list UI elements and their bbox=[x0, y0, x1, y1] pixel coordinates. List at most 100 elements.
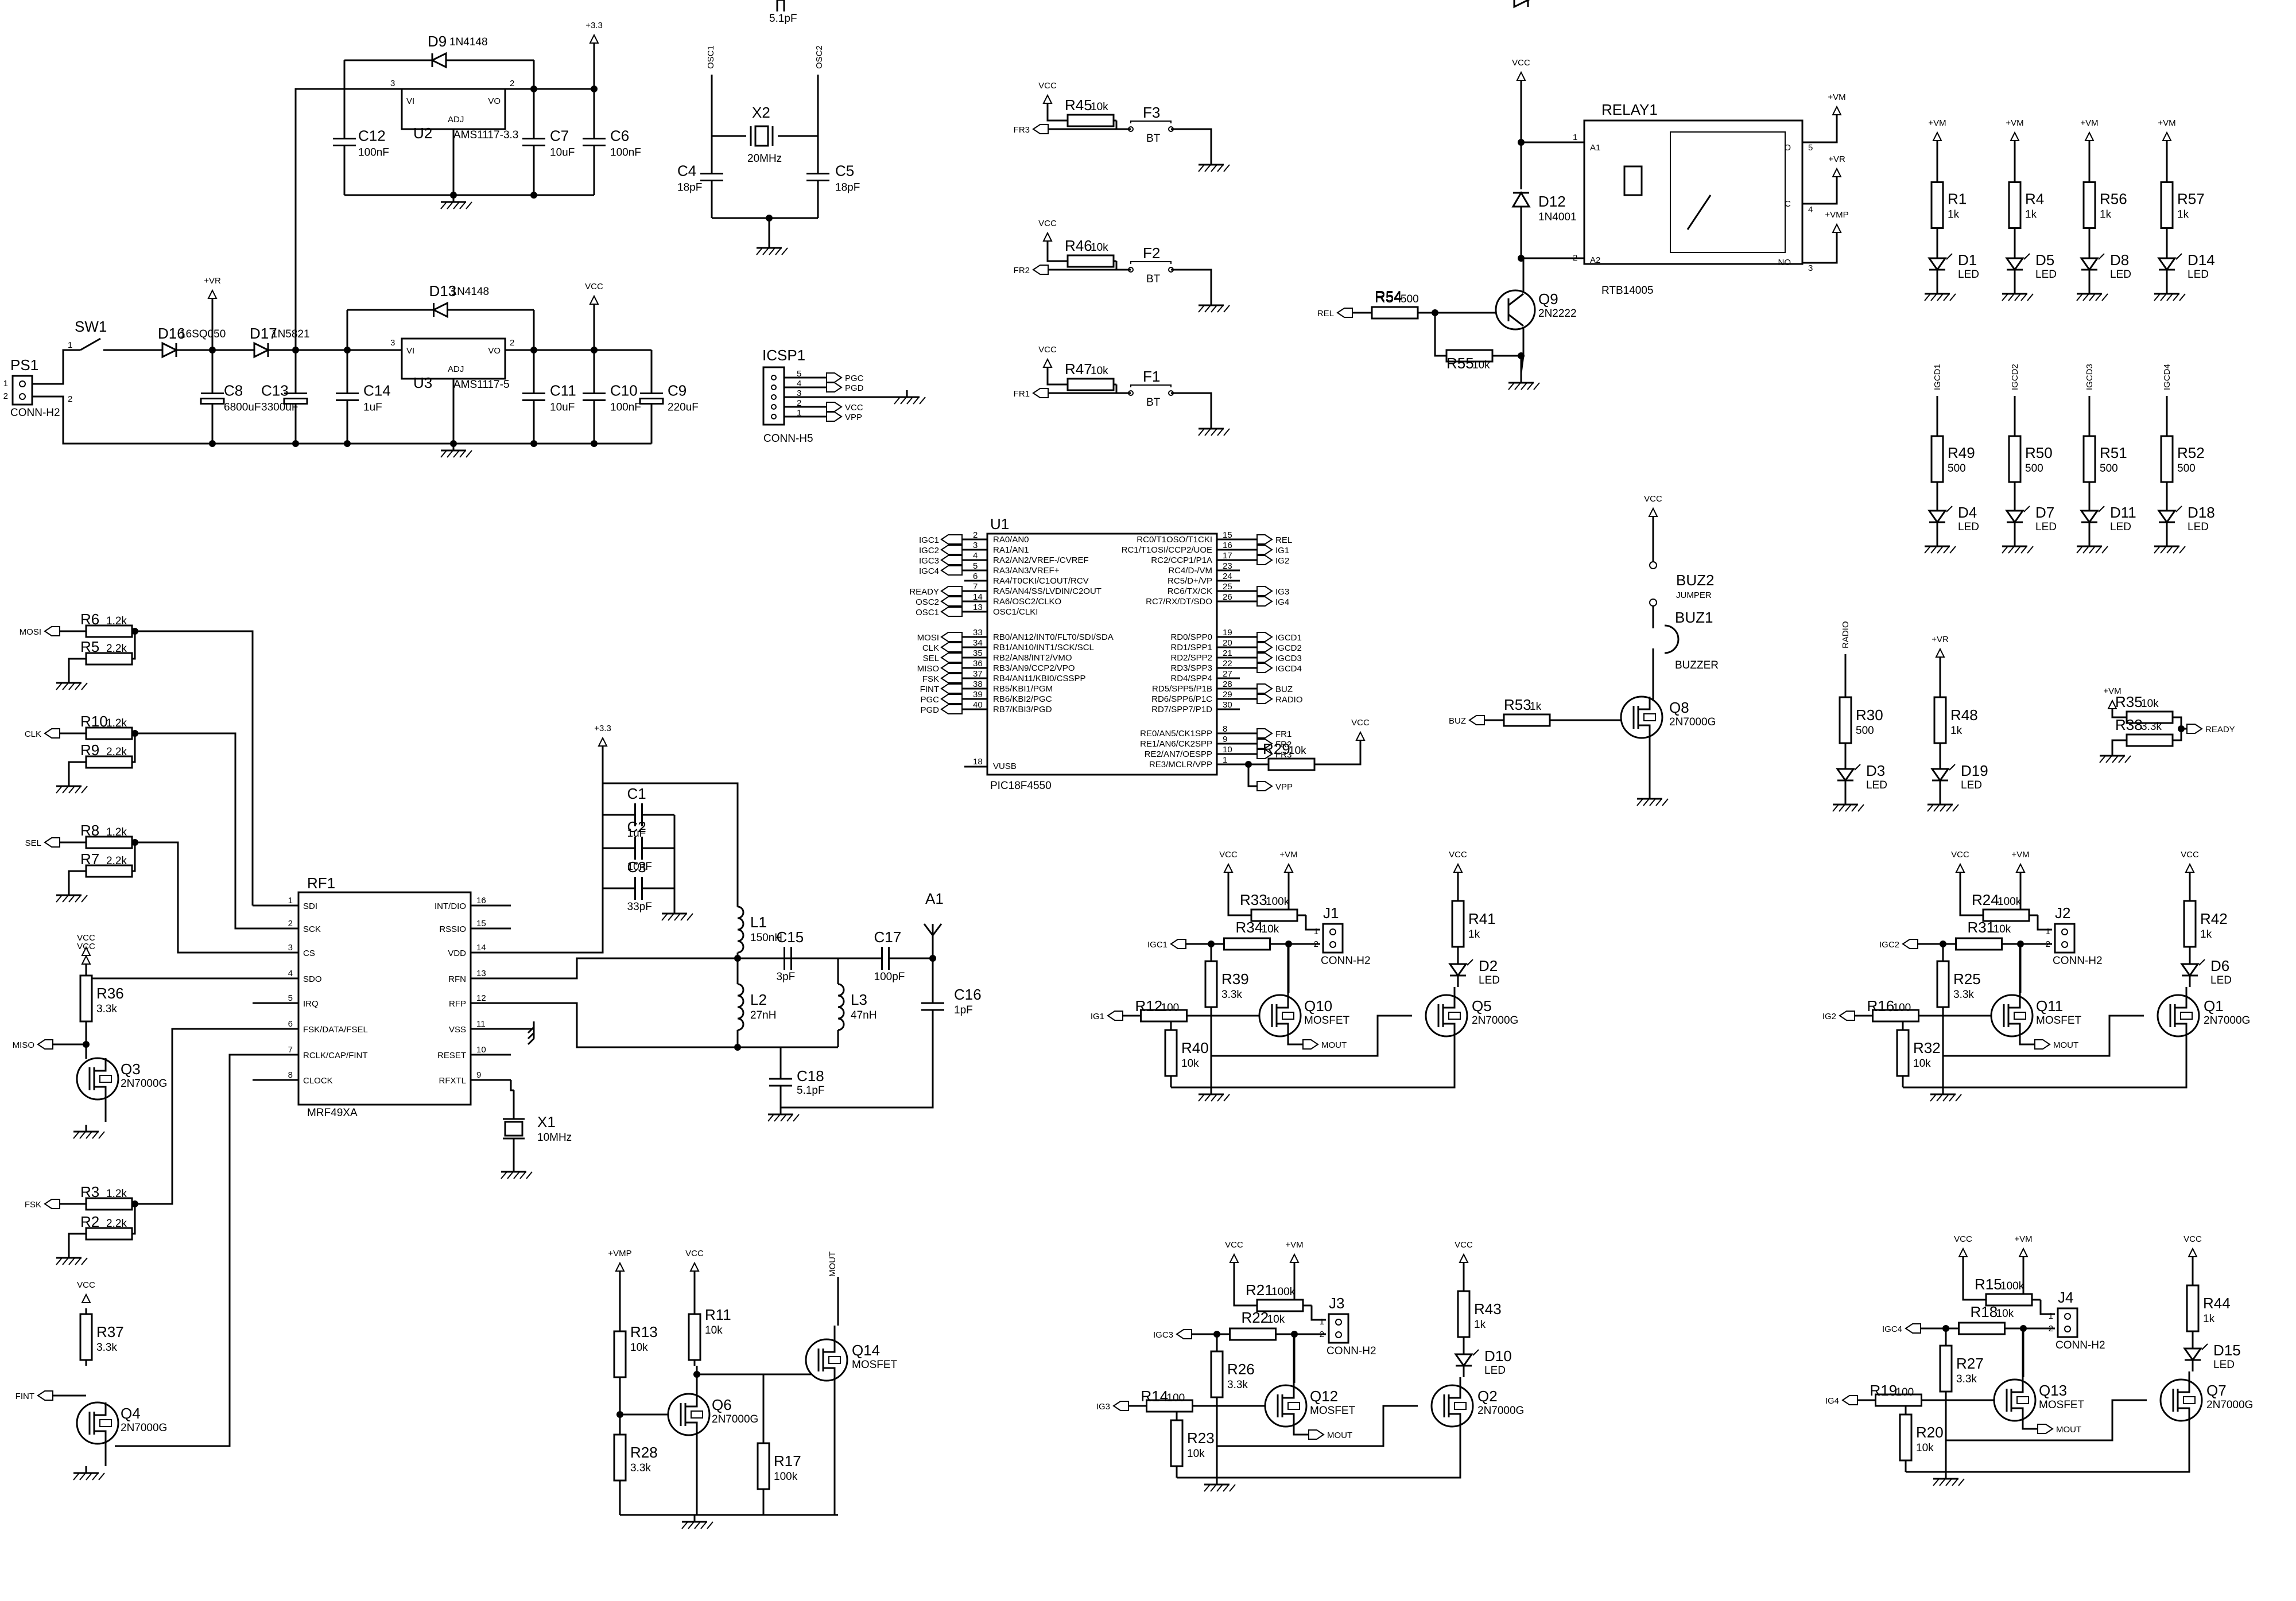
pin-number: 10 bbox=[476, 1045, 486, 1055]
power-arrow-icon bbox=[2018, 1247, 2029, 1257]
pin-name: RA0/AN0 bbox=[993, 535, 1029, 545]
ground-hatch bbox=[668, 913, 674, 921]
pin-number: 36 bbox=[973, 659, 983, 669]
ground-hatch bbox=[1952, 1478, 1958, 1486]
part-designator: D8 bbox=[2110, 251, 2129, 269]
pin-number: 18 bbox=[973, 757, 983, 767]
part-value: LED bbox=[2110, 521, 2131, 533]
part-designator: BUZ2 bbox=[1676, 572, 1714, 589]
pin-number: 1 bbox=[1320, 1317, 1324, 1327]
ground-hatch bbox=[1936, 1094, 1943, 1102]
led-light-arrow bbox=[2098, 253, 2105, 260]
ground-hatch bbox=[62, 786, 69, 794]
connector-pin bbox=[2064, 1326, 2071, 1332]
pin-name: RC6/TX/CK bbox=[1168, 586, 1212, 596]
part-value: 500 bbox=[1401, 293, 1419, 305]
ground-hatch bbox=[1933, 1478, 1940, 1486]
ground-hatch bbox=[2173, 546, 2179, 554]
capacitor-plate bbox=[200, 398, 225, 405]
port-label: FR3 bbox=[1275, 750, 1292, 760]
ground-hatch bbox=[2082, 546, 2089, 554]
part-designator: R30 bbox=[1856, 706, 1883, 724]
transistor-source bbox=[94, 1430, 107, 1444]
power-rail-label: +3.3 bbox=[585, 21, 603, 30]
part-designator: R54 bbox=[1375, 289, 1402, 306]
port-label: IG4 bbox=[1825, 1396, 1839, 1406]
net-label: MOUT bbox=[828, 1252, 837, 1277]
pin-number: 37 bbox=[973, 669, 983, 679]
connector-pin bbox=[771, 404, 777, 410]
port-label: FSK bbox=[922, 674, 939, 684]
ground-hatch bbox=[86, 1472, 92, 1480]
ground-hatch bbox=[1942, 1094, 1949, 1102]
pin-name: OSC1/CLKI bbox=[993, 607, 1038, 617]
port-arrow-icon bbox=[1902, 939, 1918, 949]
capacitor-plate bbox=[639, 398, 664, 405]
wire bbox=[778, 75, 819, 137]
part-designator: R7 bbox=[80, 850, 99, 868]
wire bbox=[68, 1233, 86, 1251]
connector-pin bbox=[1329, 941, 1336, 948]
diode-symbol bbox=[1511, 191, 1531, 208]
pin-number: 12 bbox=[476, 993, 486, 1003]
wire bbox=[2039, 1300, 2055, 1315]
part-value: 3300uF bbox=[261, 402, 298, 414]
part-value: 2N7000G bbox=[712, 1413, 758, 1425]
resistor-symbol bbox=[1457, 1290, 1471, 1338]
port-label: MOUT bbox=[2053, 1040, 2078, 1050]
port-arrow-icon bbox=[1256, 728, 1273, 739]
junction-dot bbox=[734, 1044, 741, 1051]
ground-hatch bbox=[1949, 546, 1956, 554]
transistor-drain bbox=[94, 1402, 107, 1416]
ground-hatch bbox=[1937, 293, 1944, 301]
wire bbox=[1802, 115, 1838, 143]
ground-hatch bbox=[661, 913, 668, 921]
port-label: FR2 bbox=[1275, 740, 1292, 749]
part-designator: R46 bbox=[1065, 237, 1092, 254]
ground-hatch bbox=[2076, 293, 2083, 301]
part-designator: U3 bbox=[413, 374, 432, 391]
transistor-source bbox=[2178, 1407, 2190, 1421]
power-rail-label: +VM bbox=[1285, 1240, 1303, 1250]
part-value: 100 bbox=[1896, 1386, 1914, 1398]
port-arrow-icon bbox=[44, 837, 60, 848]
part-value: 18pF bbox=[835, 182, 860, 194]
relay-body bbox=[1583, 119, 1804, 265]
port-label: MOUT bbox=[2056, 1425, 2081, 1435]
part-value: JUMPER bbox=[1676, 590, 1712, 600]
part-value: 2.2k bbox=[106, 643, 127, 655]
pin-number: 9 bbox=[476, 1070, 481, 1080]
ground-hatch bbox=[906, 397, 913, 405]
resistor-symbol bbox=[85, 1197, 133, 1211]
part-designator: C11 bbox=[550, 382, 576, 399]
transistor-drain bbox=[1449, 1385, 1461, 1399]
ground-hatch bbox=[2095, 546, 2102, 554]
port-arrow-icon bbox=[1905, 1323, 1921, 1334]
part-designator: R45 bbox=[1065, 96, 1092, 114]
ground-hatch bbox=[68, 1257, 75, 1265]
part-designator: R57 bbox=[2177, 191, 2205, 208]
ground-hatch bbox=[1527, 382, 1534, 390]
part-designator: R18 bbox=[1971, 1303, 1998, 1320]
part-value: 33pF bbox=[627, 901, 652, 913]
power-arrow-icon bbox=[2010, 131, 2020, 141]
resistor-symbol bbox=[613, 1433, 627, 1482]
pin-name: ADJ bbox=[448, 115, 464, 125]
resistor-symbol bbox=[1958, 1322, 2006, 1335]
power-arrow-icon bbox=[81, 946, 91, 956]
port-arrow-icon bbox=[2034, 1039, 2051, 1050]
ground-hatch bbox=[780, 1114, 787, 1122]
power-rail-label: VCC bbox=[585, 282, 603, 292]
part-designator: R52 bbox=[2177, 444, 2205, 461]
ground-hatch bbox=[2105, 755, 2112, 763]
ground-hatch bbox=[681, 1521, 688, 1529]
power-rail-label: VCC bbox=[1644, 494, 1662, 504]
part-value: LED bbox=[1958, 521, 1979, 533]
wire bbox=[1293, 1424, 1309, 1436]
part-value: 10k bbox=[1472, 359, 1490, 371]
part-designator: R24 bbox=[1972, 891, 1999, 908]
ground-hatch bbox=[81, 786, 88, 794]
port-label: IGCD3 bbox=[1275, 654, 1302, 663]
part-designator: R50 bbox=[2025, 444, 2053, 461]
ground-hatch bbox=[2118, 755, 2125, 763]
